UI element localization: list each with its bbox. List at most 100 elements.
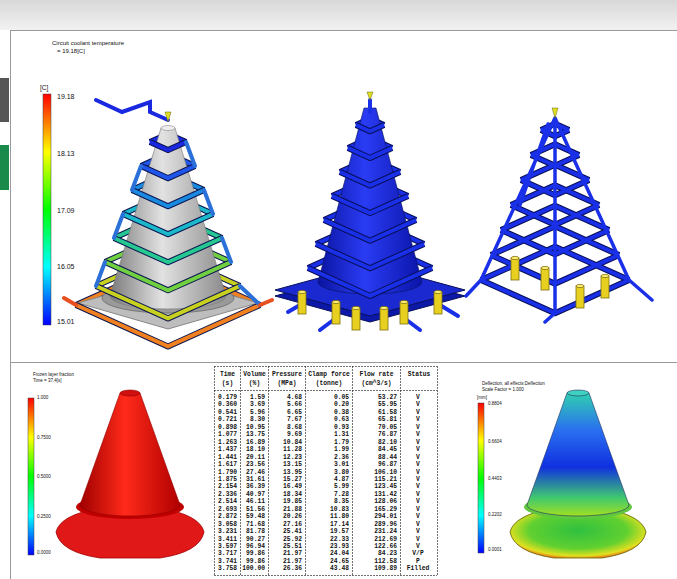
- table-cell: 165.29: [354, 506, 397, 513]
- table-header: (%): [242, 380, 267, 387]
- table-cell: 3.058: [216, 521, 237, 528]
- table-cell: 21.88: [270, 506, 302, 513]
- table-cell: V: [402, 416, 434, 423]
- table-cell: 212.69: [354, 536, 397, 543]
- table-cell: 0.63: [307, 416, 349, 423]
- table-cell: 11.28: [270, 446, 302, 453]
- table-header: (cm^3/s): [354, 380, 399, 387]
- table-cell: 96.87: [354, 461, 397, 468]
- table-cell: 1.263: [216, 439, 237, 446]
- table-cell: Filled: [402, 565, 434, 572]
- table-cell: 100.00: [242, 565, 265, 572]
- table-cell: 0.38: [307, 409, 349, 416]
- table-cell: V: [402, 401, 434, 408]
- table-header: (MPa): [270, 380, 304, 387]
- plot-title: Frozen layer fraction: [33, 372, 74, 378]
- table-cell: 3.717: [216, 550, 237, 557]
- table-cell: 24.65: [307, 558, 349, 565]
- table-cell: 13.95: [270, 469, 302, 476]
- table-cell: 109.89: [354, 565, 397, 572]
- table-cell: 2.693: [216, 506, 237, 513]
- table-cell: 3.411: [216, 536, 237, 543]
- table-cell: V: [402, 424, 434, 431]
- table-cell: 128.06: [354, 498, 397, 505]
- table-cell: 53.27: [354, 394, 397, 401]
- table-cell: V: [402, 506, 434, 513]
- plot-title: Circuit coolant temperature: [52, 40, 124, 47]
- table-cell: 10.84: [270, 439, 302, 446]
- table-cell: 8.68: [270, 424, 302, 431]
- table-cell: 3.01: [307, 461, 349, 468]
- table-cell: 1.31: [307, 431, 349, 438]
- table-cell: 294.01: [354, 513, 397, 520]
- table-cell: 106.10: [354, 469, 397, 476]
- colorbar-value: 0.7500: [37, 435, 51, 441]
- table-cell: V: [402, 476, 434, 483]
- plot-value: Time = 37.4[s]: [33, 378, 61, 384]
- table-cell: 25.51: [270, 543, 302, 550]
- table-cell: 18.10: [242, 446, 265, 453]
- table-cell: V/P: [402, 550, 434, 557]
- table-header: (tonne): [307, 380, 351, 387]
- colorbar-value: 0.6604: [488, 439, 502, 445]
- table-cell: 131.42: [354, 491, 397, 498]
- table-cell: 5.96: [242, 409, 265, 416]
- colorbar-value: 0.0001: [488, 547, 502, 553]
- table-cell: 0.05: [307, 394, 349, 401]
- table-cell: 122.66: [354, 543, 397, 550]
- table-cell: V: [402, 543, 434, 550]
- table-cell: 84.23: [354, 550, 397, 557]
- table-cell: 11.80: [307, 513, 349, 520]
- table-header: Flow rate: [354, 371, 399, 378]
- table-cell: 3.231: [216, 528, 237, 535]
- table-cell: 1.617: [216, 461, 237, 468]
- table-cell: 40.97: [242, 491, 265, 498]
- table-cell: 24.04: [307, 550, 349, 557]
- colorbar-value: 19.18: [57, 93, 75, 101]
- colorbar-value: 16.05: [57, 263, 75, 271]
- colorbar-value: 0.2500: [37, 514, 51, 520]
- colorbar-value: 1.000: [37, 395, 48, 401]
- table-cell: 88.44: [354, 454, 397, 461]
- table-cell: 21.97: [270, 550, 302, 557]
- table-cell: V: [402, 536, 434, 543]
- table-cell: 1.99: [307, 446, 349, 453]
- plot-value: = 19.18[C]: [57, 48, 85, 55]
- colorbar-value: 18.13: [57, 150, 75, 158]
- table-cell: 1.59: [242, 394, 265, 401]
- table-cell: 27.16: [270, 521, 302, 528]
- table-cell: 289.96: [354, 521, 397, 528]
- table-cell: 123.45: [354, 483, 397, 490]
- table-cell: 46.11: [242, 498, 265, 505]
- plot-title: Deflection, all effects:Deflection: [482, 381, 545, 387]
- table-cell: 17.14: [307, 521, 349, 528]
- table-cell: 82.10: [354, 439, 397, 446]
- table-cell: 13.75: [242, 431, 265, 438]
- table-cell: 7.28: [307, 491, 349, 498]
- table-cell: 9.69: [270, 431, 302, 438]
- table-cell: 3.69: [242, 401, 265, 408]
- table-cell: 23.93: [307, 543, 349, 550]
- table-cell: 25.92: [270, 536, 302, 543]
- table-cell: 0.20: [307, 401, 349, 408]
- colorbar-value: 0.2202: [488, 512, 502, 518]
- table-cell: 31.61: [242, 476, 265, 483]
- table-cell: 76.87: [354, 431, 397, 438]
- table-header: Time: [216, 371, 239, 378]
- table-cell: 21.97: [270, 558, 302, 565]
- table-cell: 0.93: [307, 424, 349, 431]
- table-cell: 5.99: [307, 483, 349, 490]
- plot-value: Scale Factor = 1.000: [482, 387, 524, 393]
- table-cell: 13.15: [270, 461, 302, 468]
- table-cell: 81.78: [242, 528, 265, 535]
- table-cell: 4.68: [270, 394, 302, 401]
- table-cell: 1.875: [216, 476, 237, 483]
- table-cell: 1.79: [307, 439, 349, 446]
- table-header: (s): [216, 380, 239, 387]
- table-cell: 115.21: [354, 476, 397, 483]
- table-cell: 90.27: [242, 536, 265, 543]
- table-cell: V: [402, 439, 434, 446]
- colorbar-value: 0.4403: [488, 476, 502, 482]
- table-cell: 19.57: [307, 528, 349, 535]
